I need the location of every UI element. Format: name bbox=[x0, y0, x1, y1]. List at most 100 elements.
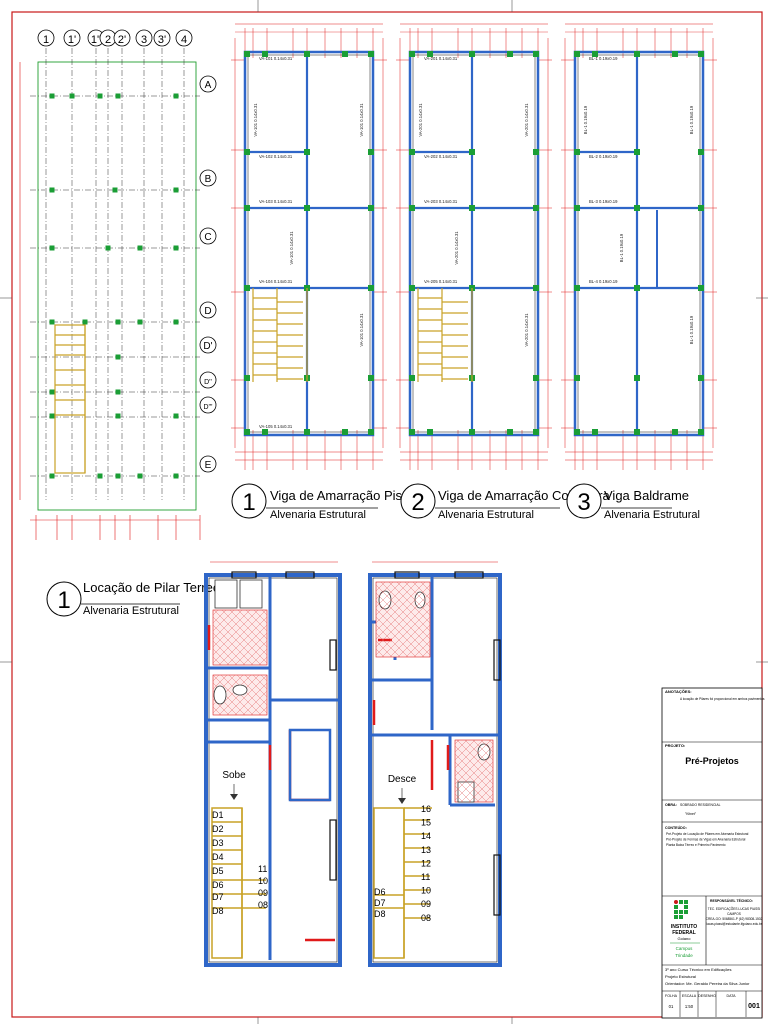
column-axis-0: 1 bbox=[37, 29, 55, 500]
tb-footer-header-2: DESENHO bbox=[698, 994, 716, 998]
beam-plan-stair bbox=[417, 288, 473, 382]
institute-logo: INSTITUTO FEDERAL Goiano Campus Trindade bbox=[670, 900, 700, 958]
vertical-beam-label-2-b: VA-201 0.14x0.31 bbox=[524, 103, 529, 137]
tb-notes-label: ANOTAÇÕES: bbox=[665, 689, 692, 694]
row-axis-5: D'' bbox=[30, 371, 217, 393]
tb-content-line-2: Planta Baixa Térreo e Primeiro Pavimento bbox=[666, 843, 726, 847]
tb-responsible-lines: TEC. EDIFICAÇÕES LUCAS PIASSICAMPOSCREA-… bbox=[706, 906, 763, 926]
row-axis-6: D''' bbox=[30, 396, 217, 418]
row-axis-label: D' bbox=[203, 341, 212, 352]
row-axis-3: D bbox=[30, 301, 217, 323]
campus-line-1: Campus bbox=[676, 946, 694, 951]
beam-plan-pillar bbox=[634, 205, 640, 211]
beam-plan-title-1: 1 Viga de Amarração Piso Alvenaria Estru… bbox=[231, 483, 409, 521]
beam-plan-3-title: Viga Baldrame bbox=[604, 488, 689, 503]
beam-plan-pillar bbox=[244, 375, 250, 381]
column-axis-1: 1' bbox=[63, 29, 81, 500]
row-axis-label: D bbox=[204, 306, 211, 317]
beam-plan-pillar bbox=[592, 51, 598, 57]
column-axis-label: 4 bbox=[181, 34, 187, 46]
tb-footer-header-1: ESCALA bbox=[682, 994, 697, 998]
beam-plan-pillar bbox=[698, 149, 704, 155]
beam-plan-pillar bbox=[574, 285, 580, 291]
logo-line-2: FEDERAL bbox=[672, 930, 696, 936]
beam-plan-pillar bbox=[533, 285, 539, 291]
vertical-beam-label-1-b: VA-101 0.14x0.31 bbox=[359, 103, 364, 137]
beam-plan-pillar bbox=[409, 375, 415, 381]
beam-plan-pillar bbox=[368, 429, 374, 435]
upper-step-right-8: 08 bbox=[421, 913, 431, 923]
beam-plan-pillar bbox=[244, 149, 250, 155]
beam-label-1-1: VA-101 0.14x0.31 bbox=[259, 56, 293, 61]
row-axis-0: A bbox=[30, 75, 217, 97]
beam-plan-pillar bbox=[574, 429, 580, 435]
beam-plan-pillar bbox=[409, 205, 415, 211]
beam-label-3-2: BL-2 0.19x0.19 bbox=[589, 154, 618, 159]
pillar-marker bbox=[69, 93, 75, 99]
beam-plan-pillar bbox=[469, 149, 475, 155]
beam-plan-pillar bbox=[409, 429, 415, 435]
tb-project-name: Pré-Projetos bbox=[685, 756, 739, 766]
pillar-marker bbox=[115, 319, 121, 325]
pillar-marker bbox=[173, 245, 179, 251]
beam-plan-pillar bbox=[698, 205, 704, 211]
beam-label-3-4: BL-4 0.19x0.19 bbox=[589, 279, 618, 284]
beam-plan-pillar bbox=[533, 205, 539, 211]
pillar-plan-subtitle: Alvenaria Estrutural bbox=[83, 605, 179, 617]
beam-plan-pillar bbox=[469, 205, 475, 211]
ground-step-left-2: D3 bbox=[212, 838, 224, 848]
pillar-marker bbox=[97, 473, 103, 479]
column-axis-7: 4 bbox=[175, 29, 193, 500]
upper-step-left-0: D6 bbox=[374, 887, 386, 897]
row-axis-label: E bbox=[205, 460, 212, 471]
grid-stair bbox=[54, 324, 86, 474]
tb-responsible-label: RESPONSÁVEL TÉCNICO: bbox=[710, 898, 753, 903]
beam-plan-title-3: 3 Viga Baldrame Alvenaria Estrutural bbox=[566, 483, 700, 521]
beam-plan-pillar bbox=[244, 51, 250, 57]
row-axis-label: B bbox=[205, 174, 212, 185]
upper-bath-hatch bbox=[375, 581, 494, 803]
beam-label-1-4: VA-104 0.14x0.31 bbox=[259, 279, 293, 284]
beam-plan-3-number: 3 bbox=[577, 489, 590, 516]
vertical-beam-label-2-d: VA-201 0.14x0.31 bbox=[524, 313, 529, 347]
beam-plan-2-subtitle: Alvenaria Estrutural bbox=[438, 509, 534, 521]
beam-plan-pillar bbox=[368, 51, 374, 57]
beam-plan-pillar bbox=[427, 429, 433, 435]
pillar-marker bbox=[115, 93, 121, 99]
pillar-plan-title-text: Locação de Pilar Terreo bbox=[83, 580, 220, 595]
upper-stair-label: Desce bbox=[388, 774, 417, 785]
column-axis-5: 3 bbox=[135, 29, 153, 500]
pillar-marker bbox=[49, 245, 55, 251]
beam-plan-pillar bbox=[304, 149, 310, 155]
row-axis-label: C bbox=[204, 232, 211, 243]
beam-plan-stair bbox=[252, 288, 308, 382]
tb-content-lines: Pré-Projeto de Locação de Pilares em Alv… bbox=[666, 832, 749, 847]
ground-step-left-7: D8 bbox=[212, 906, 224, 916]
beam-plan-pillar bbox=[634, 149, 640, 155]
beam-label-1-3: VA-103 0.14x0.31 bbox=[259, 199, 293, 204]
pillar-marker bbox=[173, 319, 179, 325]
beam-plan-pillar bbox=[507, 51, 513, 57]
pillar-marker bbox=[137, 473, 143, 479]
pillar-marker bbox=[49, 413, 55, 419]
tb-project-label: PROJETO: bbox=[665, 743, 685, 748]
row-axis-7: E bbox=[30, 455, 217, 477]
beam-plan-1-subtitle: Alvenaria Estrutural bbox=[270, 509, 366, 521]
tb-content-label: CONTEÚDO: bbox=[665, 825, 687, 830]
column-axis-label: 3' bbox=[158, 34, 166, 46]
ground-step-left-6: D7 bbox=[212, 892, 224, 902]
beam-plan-1-number: 1 bbox=[242, 489, 255, 516]
beam-plan-pillar bbox=[698, 429, 704, 435]
tb-advisor-line: Orientador: Me. Geraldo Pereira da Silva… bbox=[665, 981, 750, 986]
tb-sheet-number: 001 bbox=[748, 1003, 760, 1010]
beam-plan-pillar bbox=[262, 429, 268, 435]
beam-label-2-2: VA-202 0.14x0.31 bbox=[424, 154, 458, 159]
beam-plan-pillar bbox=[634, 375, 640, 381]
beam-plan-pillar bbox=[368, 149, 374, 155]
pillar-marker bbox=[115, 473, 121, 479]
